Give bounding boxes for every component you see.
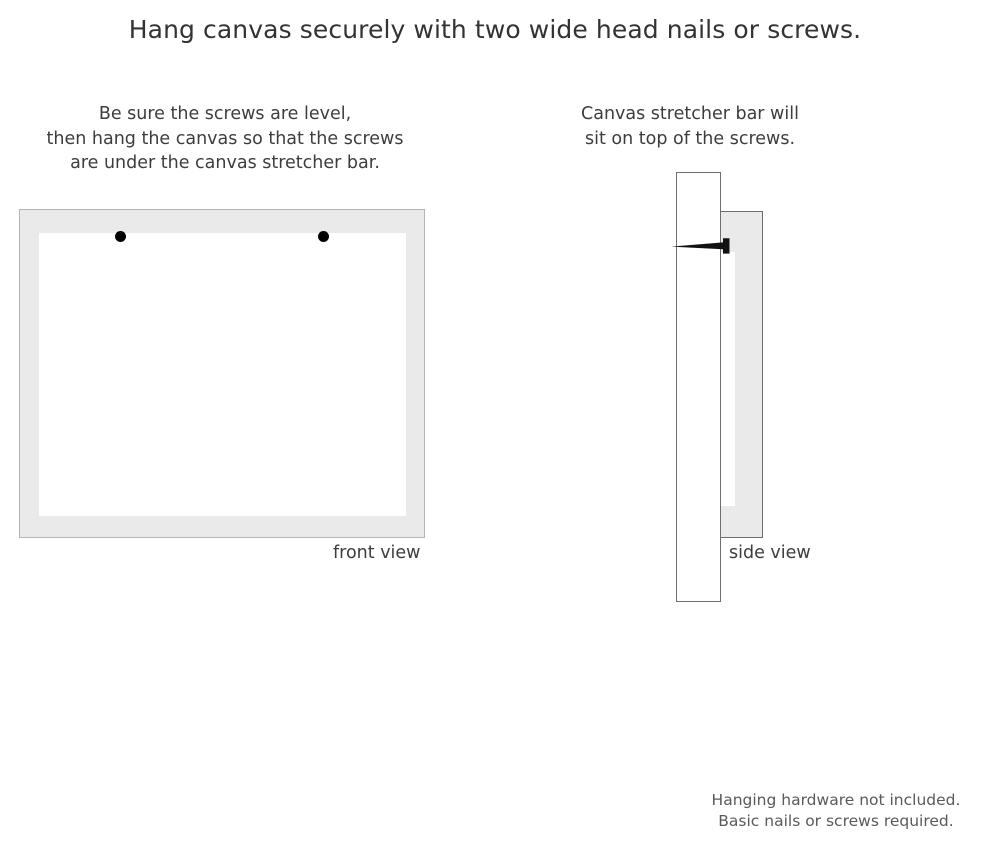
front-view-caption-line-1: Be sure the screws are level,	[98, 104, 352, 124]
side-view-caption-line-1: Canvas stretcher bar will	[581, 104, 799, 124]
side-view-caption-line-2: sit on top of the screws.	[584, 128, 796, 149]
side-view-label: side view	[729, 543, 811, 563]
front-view-caption-line-2: then hang the canvas so that the screws	[46, 128, 404, 149]
page-title: Hang canvas securely with two wide head …	[128, 15, 862, 44]
nail-icon	[671, 236, 733, 256]
side-view-stretcher-bar	[720, 211, 763, 538]
front-view-canvas-diagram	[19, 209, 425, 538]
front-view-label: front view	[333, 543, 421, 563]
front-view-caption: Be sure the screws are level, then hang …	[10, 102, 440, 176]
side-view-caption: Canvas stretcher bar will sit on top of …	[545, 102, 835, 151]
front-view-caption-line-3: are under the canvas stretcher bar.	[70, 153, 380, 173]
front-view-left-screw-icon	[115, 231, 126, 242]
front-view-canvas-face	[39, 233, 406, 516]
side-view-stretcher-bar-inner	[721, 252, 735, 506]
front-view-right-screw-icon	[318, 231, 329, 242]
footer-note-line-1: Hanging hardware not included.	[711, 791, 961, 809]
footer-note: Hanging hardware not included. Basic nai…	[690, 790, 982, 832]
footer-note-line-2: Basic nails or screws required.	[718, 812, 954, 830]
